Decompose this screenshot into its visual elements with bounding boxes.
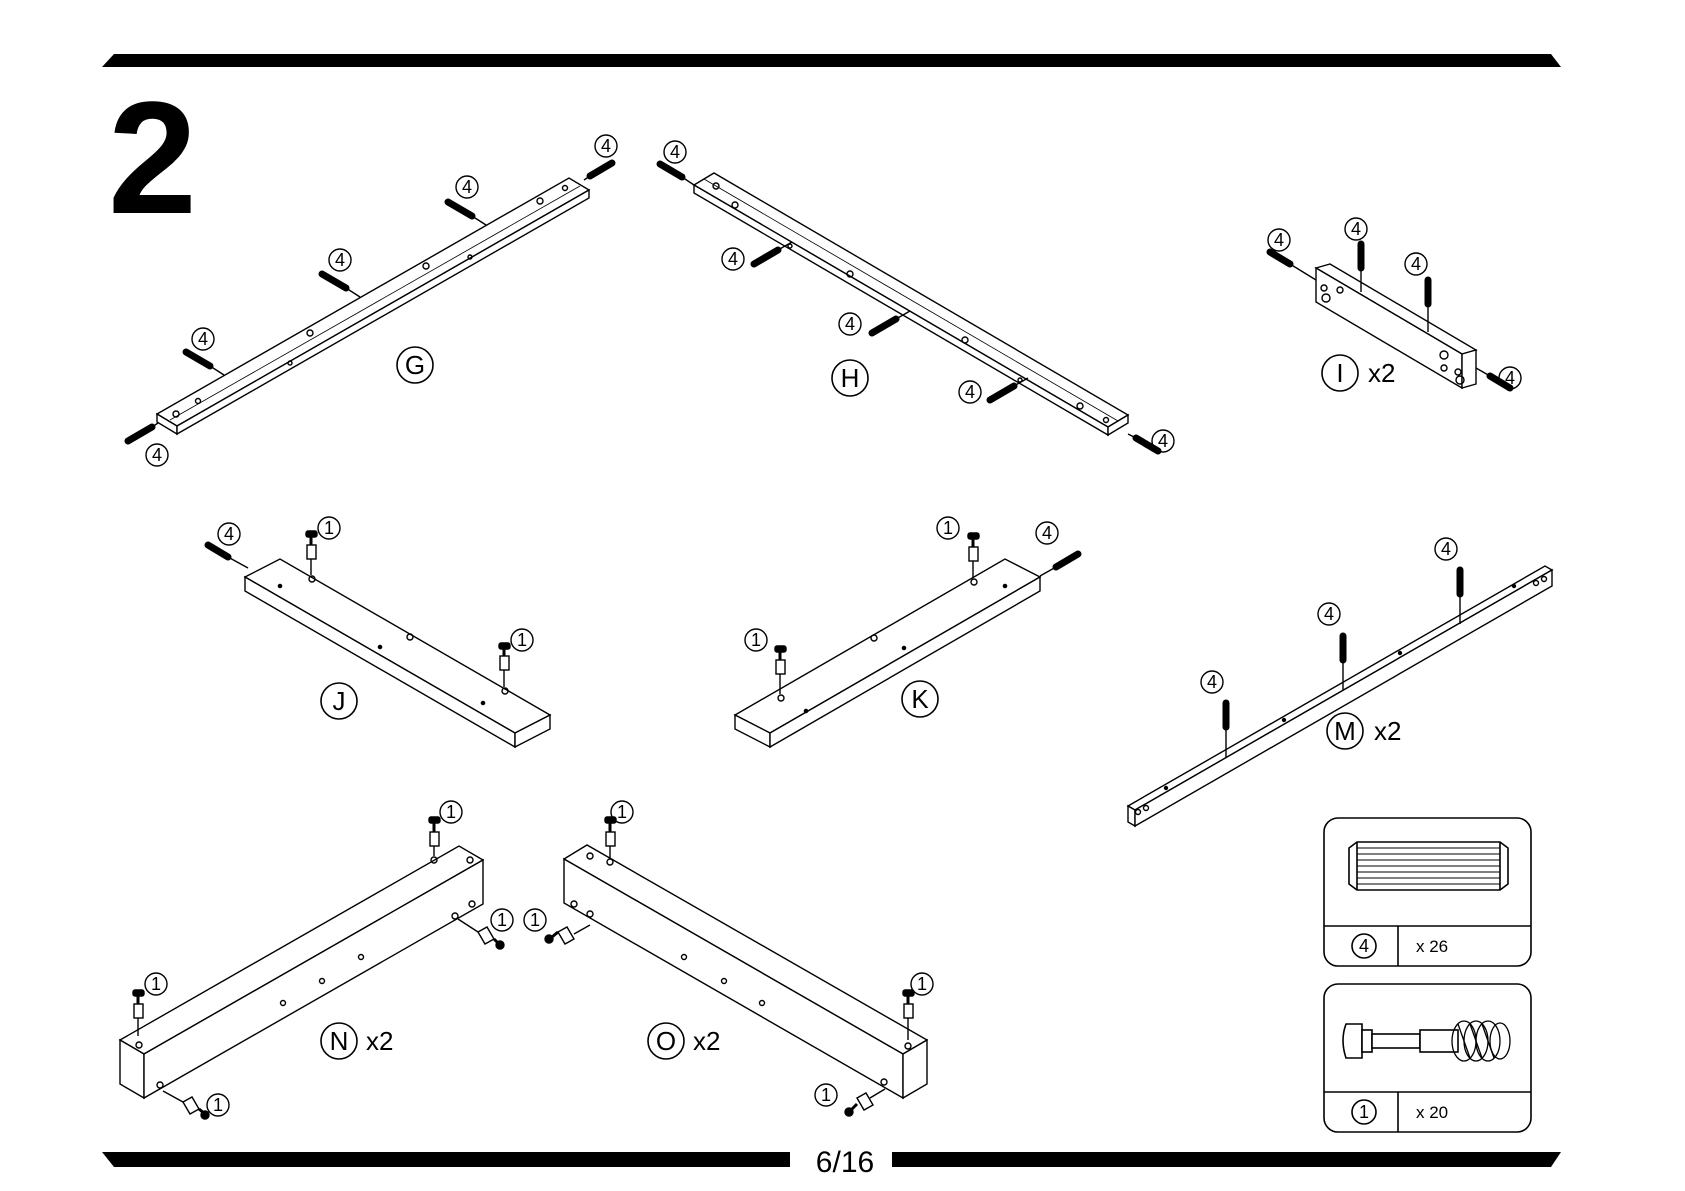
dowel-callout-number: 4 — [845, 314, 855, 334]
cam-bolt-callout-number: 1 — [497, 910, 507, 930]
cam-bolt-callout-number: 1 — [213, 1095, 223, 1115]
legend-dowel-ref: 4 — [1359, 936, 1369, 956]
legend-dowel-qty: x 26 — [1416, 937, 1448, 956]
dowel-callout-number: 4 — [965, 382, 975, 402]
dowel-callout-number: 4 — [335, 250, 345, 270]
cam-bolt-callout-number: 1 — [917, 974, 927, 994]
dowel-callout-number: 4 — [1042, 523, 1052, 543]
dowel-callout-number: 4 — [1158, 431, 1168, 451]
cam-bolt-callout-number: 1 — [530, 910, 540, 930]
footer-rule-left — [102, 1152, 790, 1167]
part-qty-m: x2 — [1374, 716, 1401, 746]
dowel-callout-number: 4 — [224, 524, 234, 544]
cam-bolt-callout-number: 1 — [821, 1085, 831, 1105]
part-label-o: O — [656, 1026, 676, 1056]
cam-bolt-callout-number: 1 — [517, 630, 527, 650]
panel-o — [564, 845, 927, 1098]
dowel-callout-number: 4 — [152, 445, 162, 465]
cam-bolt-callout-number: 1 — [324, 518, 334, 538]
panel-h — [694, 173, 1128, 435]
header-rule — [102, 54, 1561, 67]
part-label-h: H — [841, 363, 860, 393]
dowel-callout-number: 4 — [1441, 539, 1451, 559]
dowel-callout-number: 4 — [601, 136, 611, 156]
part-label-j: J — [333, 686, 346, 716]
dowel-callout-number: 4 — [198, 329, 208, 349]
legend-cam-bolt-ref: 1 — [1359, 1102, 1369, 1122]
cam-bolt-callout-number: 1 — [151, 974, 161, 994]
part-label-g: G — [405, 350, 425, 380]
part-qty-i: x2 — [1368, 358, 1395, 388]
step-number: 2 — [108, 78, 193, 238]
dowel-callout-number: 4 — [1411, 254, 1421, 274]
part-label-i: I — [1336, 358, 1343, 388]
cam-bolt-callout-number: 1 — [446, 802, 456, 822]
legend-cam-bolt-qty: x 20 — [1416, 1103, 1448, 1122]
dowel-callout-number: 4 — [1274, 230, 1284, 250]
cam-bolt-callout-number: 1 — [617, 802, 627, 822]
part-label-n: N — [330, 1026, 349, 1056]
part-qty-o: x2 — [693, 1026, 720, 1056]
panel-n — [120, 846, 483, 1098]
panel-g — [157, 178, 589, 434]
part-qty-n: x2 — [366, 1026, 393, 1056]
dowel-callout-number: 4 — [670, 142, 680, 162]
wooden-dowel-icon — [1349, 842, 1508, 890]
panel-m — [1128, 566, 1552, 826]
part-label-k: K — [911, 684, 929, 714]
dowel-callout-number: 4 — [728, 249, 738, 269]
part-label-m: M — [1334, 716, 1356, 746]
cam-bolt-callout-number: 1 — [943, 518, 953, 538]
cam-bolt-callout-number: 1 — [751, 630, 761, 650]
dowel-callout-number: 4 — [1324, 604, 1334, 624]
dowel-callout-number: 4 — [1207, 672, 1217, 692]
dowel-callout-number: 4 — [462, 177, 472, 197]
page-number: 6/16 — [798, 1146, 892, 1180]
footer-rule-right — [872, 1152, 1561, 1167]
dowel-callout-number: 4 — [1351, 219, 1361, 239]
dowel-callout-number: 4 — [1505, 368, 1515, 388]
